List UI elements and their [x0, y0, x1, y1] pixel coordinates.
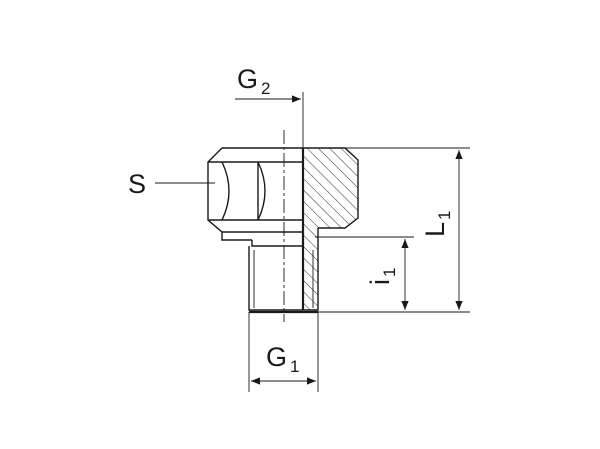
label-l1: L1: [420, 211, 454, 238]
label-i1: i1: [365, 268, 399, 285]
extension-lines: [248, 92, 470, 392]
fitting-outline: [207, 147, 359, 314]
label-s: S: [128, 169, 146, 199]
section-hatch: [303, 148, 358, 310]
